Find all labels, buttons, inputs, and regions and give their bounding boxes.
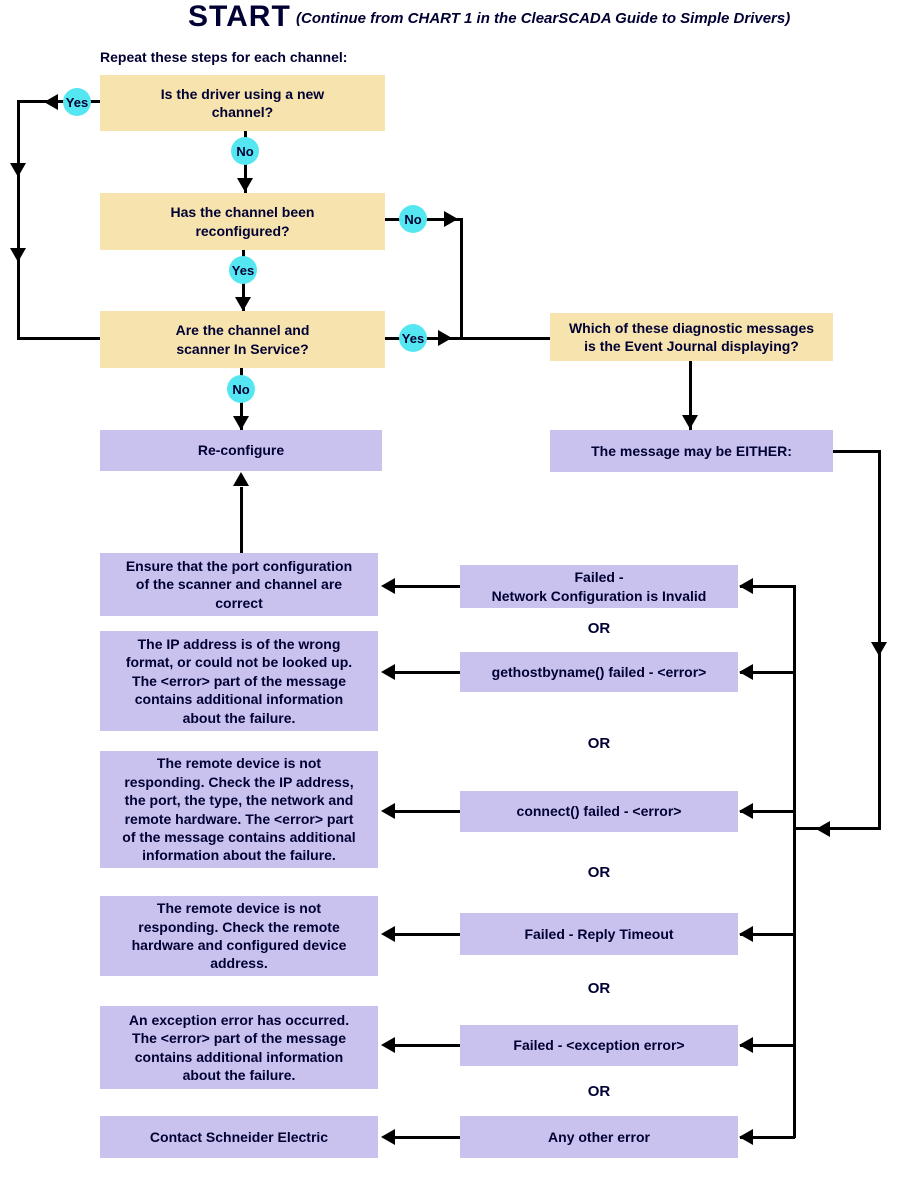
flow-line [740, 585, 795, 588]
arrowhead-right-icon [444, 211, 458, 227]
flow-line [393, 671, 460, 674]
arrowhead-left-icon [739, 803, 753, 819]
arrowhead-down-icon [233, 416, 249, 430]
explanation-box-connect: The remote device is not responding. Che… [100, 751, 378, 868]
arrowhead-left-icon [816, 821, 830, 837]
flow-line [740, 1044, 795, 1047]
node-message-either: The message may be EITHER: [550, 430, 833, 472]
error-message-exception: Failed - <exception error> [460, 1025, 738, 1066]
flow-line [393, 1136, 460, 1139]
arrowhead-down-icon [10, 163, 26, 177]
arrowhead-down-icon [237, 178, 253, 192]
node-in-service-question: Are the channel and scanner In Service? [100, 311, 385, 368]
explanation-box-exception: An exception error has occurred. The <er… [100, 1006, 378, 1089]
error-message-network-config: Failed - Network Configuration is Invali… [460, 565, 738, 608]
flow-line [17, 100, 20, 340]
explanation-box-contact: Contact Schneider Electric [100, 1116, 378, 1158]
arrowhead-right-icon [438, 330, 452, 346]
connector-no-in-service: No [227, 375, 255, 403]
chart-subtitle: (Continue from CHART 1 in the ClearSCADA… [296, 10, 791, 27]
arrowhead-left-icon [739, 926, 753, 942]
flow-line [240, 487, 243, 553]
arrowhead-left-icon [739, 578, 753, 594]
flow-line [393, 1044, 460, 1047]
connector-no-reconfigured: No [399, 205, 427, 233]
connector-yes-reconfigured: Yes [229, 256, 257, 284]
arrowhead-left-icon [381, 803, 395, 819]
explanation-box-gethostbyname: The IP address is of the wrong format, o… [100, 631, 378, 731]
connector-no-new-channel: No [231, 137, 259, 165]
flow-line [833, 450, 881, 453]
node-reconfigured-question: Has the channel been reconfigured? [100, 193, 385, 250]
connector-yes-new-channel: Yes [63, 88, 91, 116]
flow-line [740, 933, 795, 936]
arrowhead-down-icon [235, 297, 251, 311]
node-new-channel-question: Is the driver using a new channel? [100, 75, 385, 131]
explanation-box-network-config: Ensure that the port configuration of th… [100, 553, 378, 616]
flow-line [689, 361, 692, 430]
arrowhead-down-icon [10, 248, 26, 262]
arrowhead-left-icon [381, 664, 395, 680]
flow-line [18, 337, 100, 340]
flow-line [393, 810, 460, 813]
flow-line [18, 100, 100, 103]
repeat-steps-label: Repeat these steps for each channel: [100, 49, 348, 65]
flow-line [878, 450, 881, 830]
chart-title: START [188, 0, 291, 33]
or-label: OR [587, 735, 611, 752]
error-message-any-other: Any other error [460, 1116, 738, 1158]
node-diagnostic-question: Which of these diagnostic messages is th… [550, 313, 833, 361]
flow-line [793, 585, 796, 1138]
arrowhead-left-icon [381, 926, 395, 942]
or-label: OR [587, 980, 611, 997]
flow-line [740, 810, 795, 813]
error-message-reply-timeout: Failed - Reply Timeout [460, 913, 738, 955]
arrowhead-left-icon [44, 94, 58, 110]
flow-line [393, 933, 460, 936]
arrowhead-left-icon [739, 1037, 753, 1053]
flow-line [740, 1136, 795, 1139]
arrowhead-up-icon [233, 472, 249, 486]
arrowhead-left-icon [381, 578, 395, 594]
flow-line [393, 585, 460, 588]
connector-yes-in-service: Yes [399, 324, 427, 352]
flow-line [795, 827, 880, 830]
flow-line [385, 337, 550, 340]
or-label: OR [587, 864, 611, 881]
or-label: OR [587, 1083, 611, 1100]
error-message-connect: connect() failed - <error> [460, 791, 738, 832]
arrowhead-down-icon [871, 642, 887, 656]
arrowhead-left-icon [739, 1129, 753, 1145]
arrowhead-down-icon [682, 415, 698, 429]
error-message-gethostbyname: gethostbyname() failed - <error> [460, 652, 738, 692]
flow-line [460, 218, 463, 340]
arrowhead-left-icon [381, 1037, 395, 1053]
flow-line [740, 671, 795, 674]
arrowhead-left-icon [381, 1129, 395, 1145]
node-reconfigure: Re-configure [100, 430, 382, 471]
explanation-box-reply-timeout: The remote device is not responding. Che… [100, 896, 378, 976]
or-label: OR [587, 620, 611, 637]
arrowhead-left-icon [739, 664, 753, 680]
